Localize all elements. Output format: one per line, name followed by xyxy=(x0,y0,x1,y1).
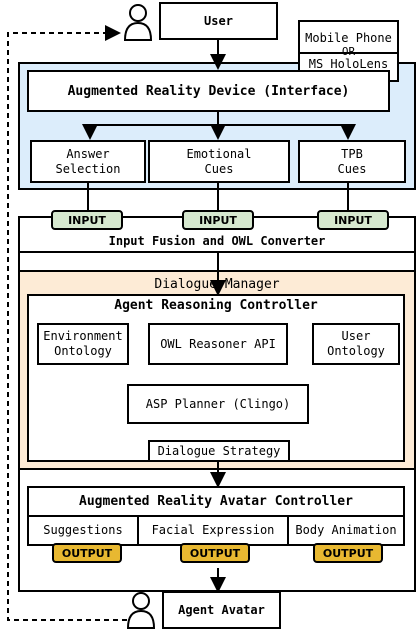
output-suggestions: Suggestions xyxy=(27,515,139,546)
agent-avatar-box: Agent Avatar xyxy=(162,591,281,629)
dialogue-strategy-label: Dialogue Strategy xyxy=(157,443,281,458)
input-tag-3: INPUT xyxy=(317,210,389,230)
input-emotional-cues: Emotional Cues xyxy=(148,140,290,183)
output-tag-1: OUTPUT xyxy=(52,543,122,563)
dialogue-manager-title: Dialogue Manager xyxy=(154,277,280,292)
input-tag-2: INPUT xyxy=(182,210,254,230)
dialogue-strategy-box: Dialogue Strategy xyxy=(148,440,290,462)
output-tag-2-label: OUTPUT xyxy=(189,546,241,560)
reasoning-controller-title: Agent Reasoning Controller xyxy=(114,298,318,313)
input-tag-3-label: INPUT xyxy=(334,213,372,227)
fusion-title: Input Fusion and OWL Converter xyxy=(108,234,326,248)
avatar-controller-title: Augmented Reality Avatar Controller xyxy=(79,494,353,509)
device-option-divider xyxy=(298,52,399,54)
input-tag-1-label: INPUT xyxy=(68,213,106,227)
input-tag-2-label: INPUT xyxy=(199,213,237,227)
input-answer-selection: Answer Selection xyxy=(30,140,146,183)
asp-planner-label: ASP Planner (Clingo) xyxy=(145,396,291,411)
device-option-mobile: Mobile Phone xyxy=(305,30,392,45)
output-suggestions-label: Suggestions xyxy=(43,523,123,537)
output-facial-expression: Facial Expression xyxy=(137,515,289,546)
output-body-animation-label: Body Animation xyxy=(295,523,397,537)
reasoning-controller-box xyxy=(27,294,405,462)
asp-planner-box: ASP Planner (Clingo) xyxy=(127,384,309,424)
user-person-icon xyxy=(123,4,153,41)
avatar-controller-box: Augmented Reality Avatar Controller xyxy=(27,486,405,517)
environment-ontology-label: Environment Ontology xyxy=(43,329,123,358)
input-emotional-cues-label: Emotional Cues xyxy=(186,146,252,176)
user-label: User xyxy=(204,13,233,28)
output-tag-1-label: OUTPUT xyxy=(61,546,113,560)
agent-person-icon xyxy=(126,592,156,629)
user-ontology-box: User Ontology xyxy=(312,323,400,365)
device-option-or: OR xyxy=(341,44,356,58)
output-tag-3: OUTPUT xyxy=(313,543,383,563)
input-tag-1: INPUT xyxy=(51,210,123,230)
user-ontology-label: User Ontology xyxy=(327,329,385,358)
ar-device-box: Augmented Reality Device (Interface) xyxy=(27,70,390,112)
output-tag-3-label: OUTPUT xyxy=(322,546,374,560)
output-body-animation: Body Animation xyxy=(287,515,405,546)
owl-reasoner-label: OWL Reasoner API xyxy=(160,336,276,351)
input-tpb-cues-label: TPB Cues xyxy=(337,146,367,176)
output-tag-2: OUTPUT xyxy=(180,543,250,563)
output-facial-expression-label: Facial Expression xyxy=(151,523,275,537)
input-tpb-cues: TPB Cues xyxy=(298,140,406,183)
device-option-hololens: MS HoloLens xyxy=(308,56,389,71)
user-box: User xyxy=(159,2,278,40)
agent-avatar-label: Agent Avatar xyxy=(178,602,265,617)
ar-device-title: Augmented Reality Device (Interface) xyxy=(67,83,350,99)
input-answer-selection-label: Answer Selection xyxy=(55,146,121,176)
owl-reasoner-box: OWL Reasoner API xyxy=(148,323,288,365)
environment-ontology-box: Environment Ontology xyxy=(37,323,129,365)
